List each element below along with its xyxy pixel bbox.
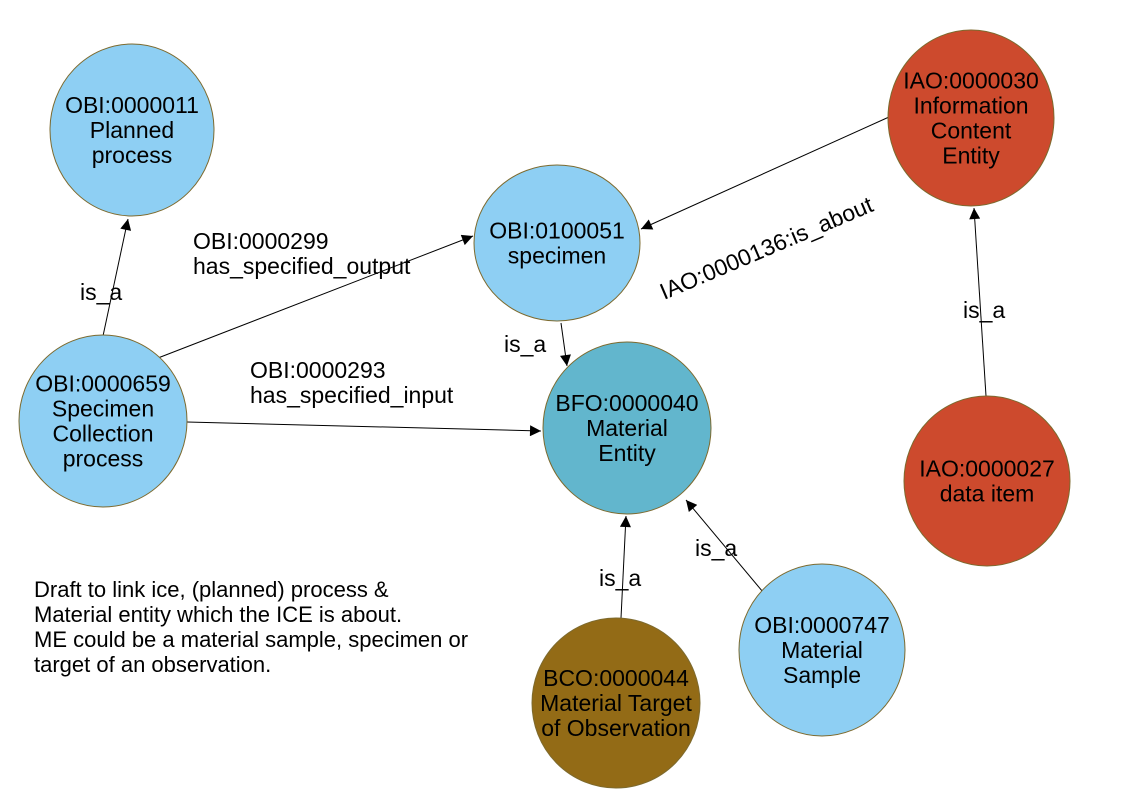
node-circle-material-entity — [542, 341, 712, 515]
edge-label-ice-to-specimen: IAO:0000136:is_about — [656, 191, 877, 305]
edge-specimen-collection-process-to-specimen — [157, 234, 474, 359]
node-circle-specimen-collection-process — [18, 334, 188, 508]
edge-label-data-item-to-ice: is_a — [963, 297, 1005, 323]
node-circle-data-item — [903, 395, 1071, 567]
node-circle-specimen — [473, 164, 641, 322]
edge-data-item-to-ice — [969, 207, 987, 397]
draft-note: Draft to link ice, (planned) process &Ma… — [34, 577, 468, 677]
edge-ice-to-specimen — [640, 116, 890, 230]
node-circle-material-target-of-observation — [531, 617, 701, 789]
node-circle-planned-process — [49, 43, 215, 217]
edge-label-material-sample-to-material-entity: is_a — [695, 535, 737, 561]
node-circle-ice — [887, 29, 1055, 207]
node-circle-material-sample — [738, 563, 906, 737]
edge-specimen-to-material-entity — [560, 322, 571, 367]
edge-material-sample-to-material-entity — [685, 499, 764, 593]
edge-material-target-of-observation-to-material-entity — [619, 515, 631, 619]
edge-label-specimen-collection-process-to-planned-process: is_a — [80, 279, 122, 305]
edge-label-specimen-to-material-entity: is_a — [504, 331, 546, 357]
edge-specimen-collection-process-to-material-entity — [186, 421, 542, 437]
edges-layer — [102, 116, 987, 619]
edge-specimen-collection-process-to-planned-process — [102, 218, 132, 337]
edge-label-material-target-of-observation-to-material-entity: is_a — [599, 565, 641, 591]
